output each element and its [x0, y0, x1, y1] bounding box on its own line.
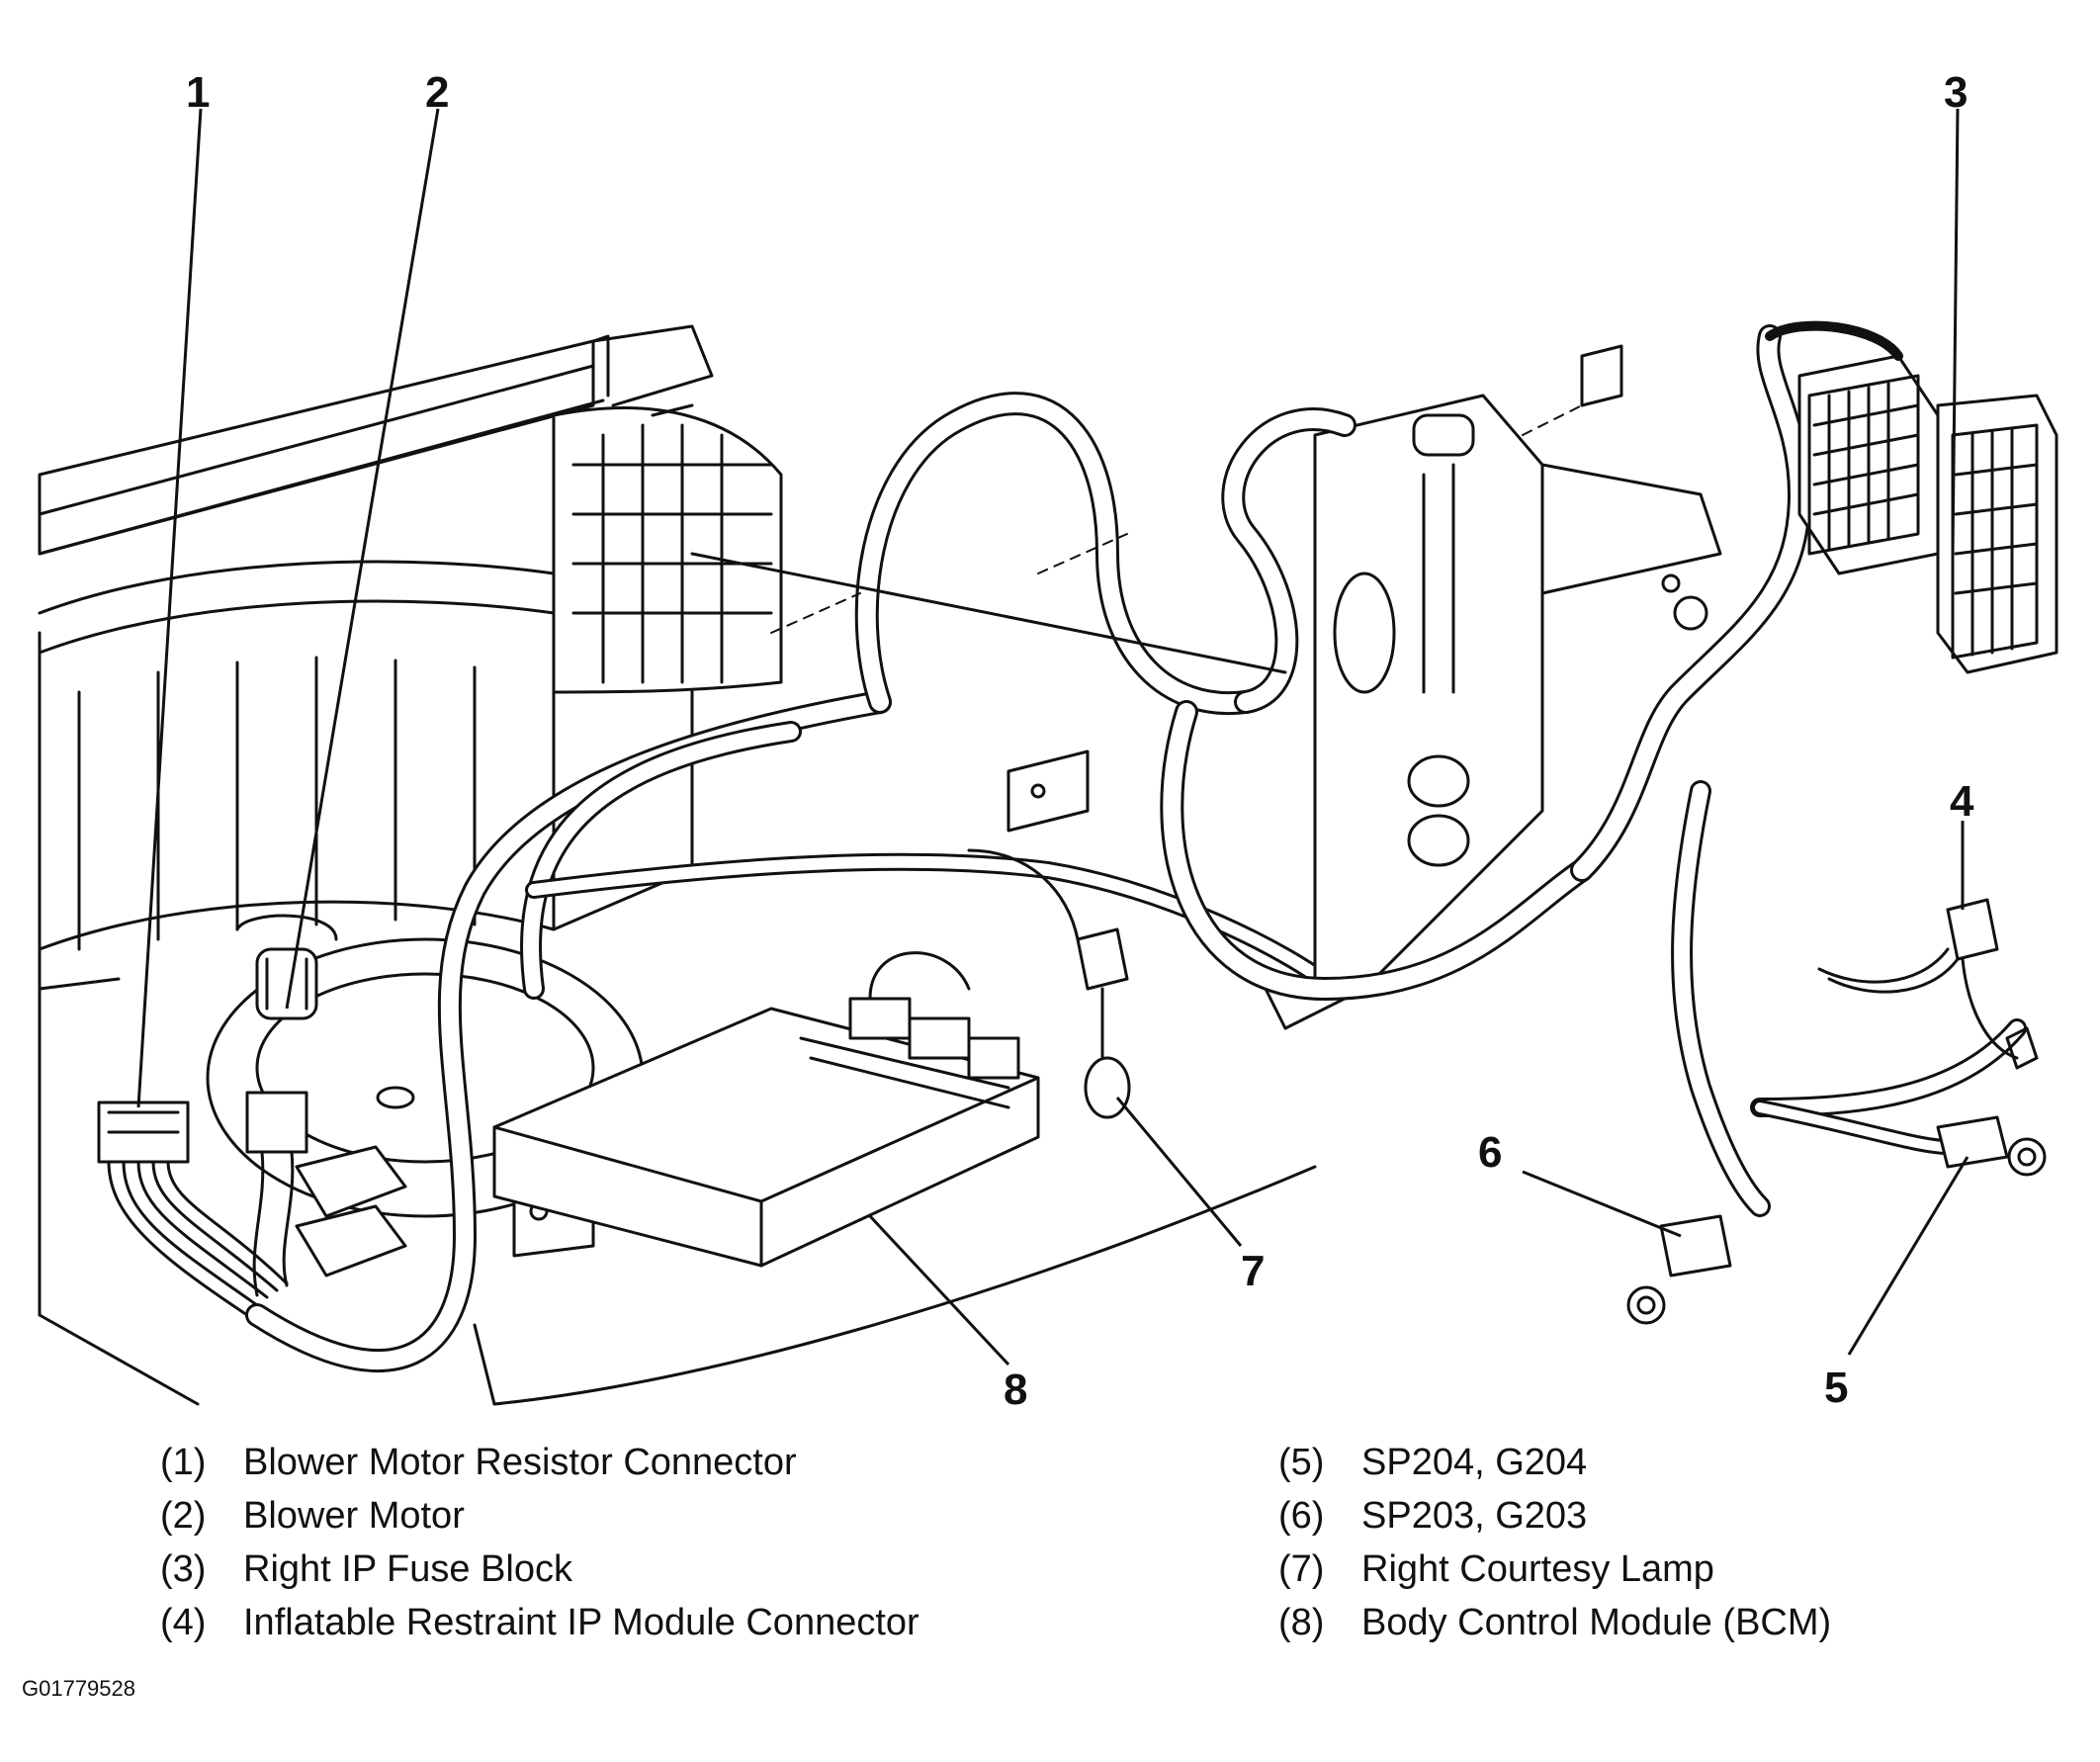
leader-lines: [136, 108, 1969, 1366]
leader-line-8: [868, 1214, 1010, 1366]
wiring-illustration: 1 2 3 4 5 6 7 8: [38, 68, 2058, 1414]
harness-left: [245, 392, 1344, 1373]
legend-item-5: (5) SP204, G204: [1278, 1436, 1831, 1489]
legend-number: (1): [160, 1441, 207, 1483]
right-courtesy-lamp: [967, 848, 1131, 1119]
legend-item-8: (8) Body Control Module (BCM): [1278, 1596, 1831, 1649]
component-legend: (1) Blower Motor Resistor Connector (2) …: [0, 1436, 2100, 1673]
legend-number: (6): [1278, 1494, 1325, 1537]
leader-line-6: [1522, 1170, 1682, 1238]
legend-item-3: (3) Right IP Fuse Block: [160, 1542, 919, 1596]
legend-label: Blower Motor Resistor Connector: [243, 1441, 797, 1483]
legend-item-7: (7) Right Courtesy Lamp: [1278, 1542, 1831, 1596]
leader-line-1: [136, 108, 203, 1108]
legend-label: Body Control Module (BCM): [1361, 1601, 1832, 1643]
leader-line-3: [1951, 108, 1960, 555]
callout-7: 7: [1241, 1247, 1265, 1295]
callout-1: 1: [186, 68, 210, 117]
legend-label: SP203, G203: [1361, 1494, 1588, 1537]
legend-label: Inflatable Restraint IP Module Connector: [243, 1601, 919, 1643]
leader-line-2: [285, 108, 440, 1010]
inflatable-restraint-connector: [1817, 898, 2039, 1070]
legend-label: Right Courtesy Lamp: [1361, 1547, 1714, 1590]
callout-3: 3: [1944, 68, 1968, 117]
legend-item-4: (4) Inflatable Restraint IP Module Conne…: [160, 1596, 919, 1649]
callout-8: 8: [1004, 1366, 1027, 1414]
dashed-lines: [770, 404, 1583, 634]
legend-item-2: (2) Blower Motor: [160, 1489, 919, 1542]
callout-numbers: 1 2 3 4 5 6 7 8: [186, 68, 1974, 1414]
body-control-module: [492, 951, 1040, 1268]
legend-number: (5): [1278, 1441, 1325, 1483]
leader-line-5: [1847, 1156, 1969, 1356]
legend-number: (4): [160, 1601, 207, 1643]
legend-label: Blower Motor: [243, 1494, 465, 1537]
figure-id: G01779528: [22, 1676, 135, 1701]
legend-item-1: (1) Blower Motor Resistor Connector: [160, 1436, 919, 1489]
legend-column-left: (1) Blower Motor Resistor Connector (2) …: [160, 1436, 919, 1649]
legend-number: (3): [160, 1547, 207, 1590]
ground-connectors: [1626, 1115, 2047, 1325]
blower-motor-resistor-connector: [97, 1091, 308, 1317]
legend-item-6: (6) SP203, G203: [1278, 1489, 1831, 1542]
body-panel: [473, 552, 1317, 1406]
center-bracket: [1264, 344, 1722, 1030]
legend-number: (2): [160, 1494, 207, 1537]
legend-number: (8): [1278, 1601, 1325, 1643]
right-ip-fuse-block: [1765, 320, 2058, 674]
legend-label: Right IP Fuse Block: [243, 1547, 573, 1590]
callout-2: 2: [425, 68, 449, 117]
callout-5: 5: [1824, 1364, 1848, 1412]
legend-number: (7): [1278, 1547, 1325, 1590]
vent-grille: [552, 324, 783, 694]
harness-right: [1160, 324, 2027, 1217]
legend-label: SP204, G204: [1361, 1441, 1588, 1483]
legend-column-right: (5) SP204, G204 (6) SP203, G203 (7) Righ…: [1278, 1436, 1831, 1649]
leader-line-7: [1115, 1097, 1243, 1247]
callout-4: 4: [1950, 777, 1974, 826]
callout-6: 6: [1478, 1128, 1502, 1177]
